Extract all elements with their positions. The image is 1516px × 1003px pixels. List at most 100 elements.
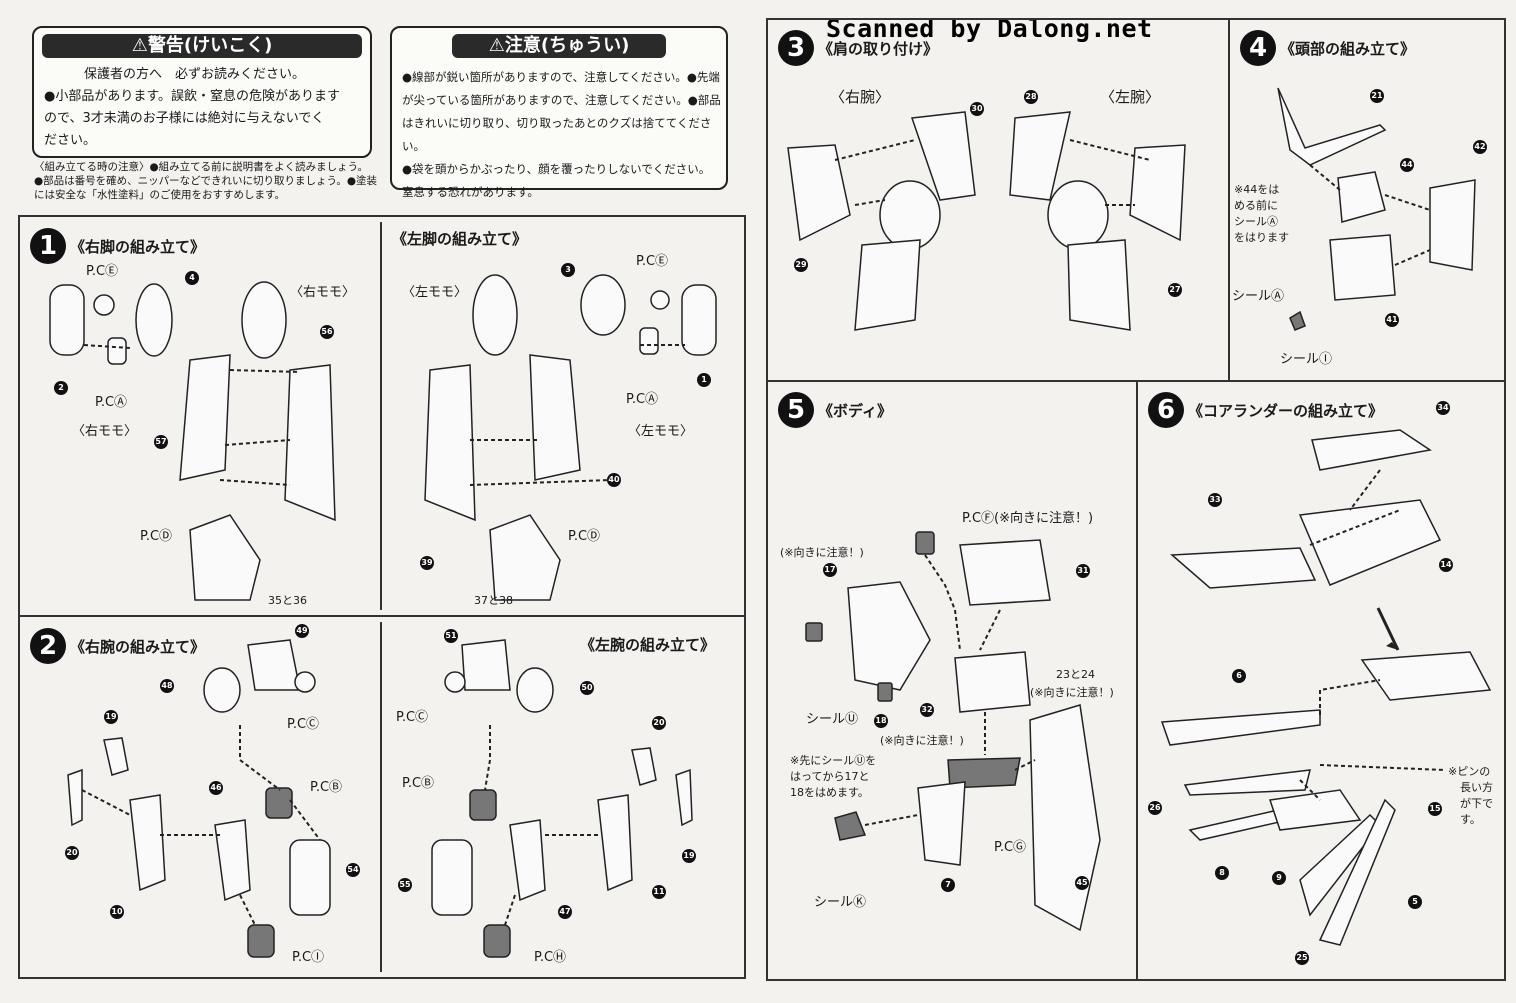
pin-note: す。	[1460, 813, 1481, 826]
label-sticker-a: シールⒶ	[1232, 289, 1285, 304]
part-number: 20	[652, 716, 666, 730]
section-3-header: 3 《肩の取り付け》	[778, 30, 938, 66]
part-number: 50	[580, 681, 594, 695]
part-number: 27	[1168, 283, 1182, 297]
caution-line: はきれいに切り取り、切り取ったあとのクズは捨ててください。	[402, 116, 712, 153]
label-pc-h: P.CⒽ	[534, 950, 567, 965]
part-number: 17	[823, 563, 837, 577]
label-right-arm: 〈右腕〉	[830, 88, 891, 106]
sticker-order-note: ※先にシールⓊを	[790, 754, 877, 767]
part-number: 9	[1272, 871, 1286, 885]
part-number: 3	[561, 263, 575, 277]
label-pc-a: P.CⒶ	[95, 395, 128, 410]
section-title: 《肩の取り付け》	[818, 39, 939, 58]
part-number: 51	[444, 629, 458, 643]
section-6-header: 6 《コアランダーの組み立て》	[1148, 392, 1383, 428]
warning-line: ●小部品があります。誤飲・窒息の危険があります	[44, 89, 341, 104]
label-right-thigh: 〈右モモ〉	[72, 424, 138, 439]
label-pc-d: P.CⒹ	[568, 529, 601, 544]
part-number: 31	[1076, 564, 1090, 578]
label-pc-e: P.CⒺ	[86, 264, 119, 279]
label-pc-g: P.CⒼ	[994, 840, 1027, 855]
sticker-note: める前に	[1234, 199, 1278, 212]
section-2-header: 2 《右腕の組み立て》	[30, 628, 205, 664]
part-number: 6	[1232, 669, 1246, 683]
panel-section-2	[18, 615, 746, 979]
step-number: 1	[30, 228, 66, 264]
section-4-header: 4 《頭部の組み立て》	[1240, 30, 1415, 66]
part-number: 44	[1400, 158, 1414, 172]
sticker-order-note: 18をはめます。	[790, 786, 869, 799]
part-number: 56	[320, 325, 334, 339]
part-number: 41	[1385, 313, 1399, 327]
orientation-note: (※向きに注意！)	[880, 734, 964, 747]
caution-box: ⚠注意(ちゅうい) ●線部が鋭い箇所がありますので、注意してください。●先端 が…	[390, 26, 728, 199]
section-title: 《左腕の組み立て》	[580, 636, 716, 654]
section-title: 《コアランダーの組み立て》	[1188, 401, 1384, 420]
part-number: 10	[110, 905, 124, 919]
section-title: 《右腕の組み立て》	[70, 637, 206, 656]
part-number: 32	[920, 703, 934, 717]
step-number: 6	[1148, 392, 1184, 428]
label-sticker-k: シールⓀ	[814, 895, 867, 910]
section-title: 《ボディ》	[818, 401, 892, 420]
label-pc-f: P.CⒻ(※向きに注意！)	[962, 511, 1094, 526]
label-left-thigh: 〈左モモ〉	[402, 285, 468, 300]
warning-line: 保護者の方へ 必ずお読みください。	[84, 67, 306, 82]
caution-line: が尖っている箇所がありますので、注意してください。●部品	[402, 93, 721, 107]
label-parts-pair: 23と24	[1056, 668, 1095, 681]
part-number: 19	[104, 710, 118, 724]
part-number: 48	[160, 679, 174, 693]
part-number: 2	[54, 381, 68, 395]
part-number: 25	[1295, 951, 1309, 965]
part-number: 47	[558, 905, 572, 919]
section-title: 《右脚の組み立て》	[70, 237, 206, 256]
caution-text: ●線部が鋭い箇所がありますので、注意してください。●先端 が尖っている箇所があり…	[402, 66, 726, 204]
warning-line: ので、3才未満のお子様には絶対に与えないでく	[44, 111, 325, 126]
sticker-note: をはります	[1234, 231, 1289, 244]
section-1-header: 1 《右脚の組み立て》	[30, 228, 205, 264]
part-number: 14	[1439, 558, 1453, 572]
part-number: 42	[1473, 140, 1487, 154]
caution-line: ●袋を頭からかぶったり、顔を覆ったりしないでください。	[402, 162, 711, 176]
label-left-thigh: 〈左モモ〉	[628, 424, 694, 439]
label-parts-pair: 37と38	[474, 594, 513, 607]
sticker-note: ※44をは	[1234, 183, 1280, 196]
caution-title: ⚠注意(ちゅうい)	[452, 34, 666, 58]
label-pc-c: P.CⒸ	[287, 717, 320, 732]
sticker-order-note: はってから17と	[790, 770, 870, 783]
part-number: 33	[1208, 493, 1222, 507]
part-number: 5	[1408, 895, 1422, 909]
label-pc-b: P.CⒷ	[310, 780, 343, 795]
label-pc-a: P.CⒶ	[626, 392, 659, 407]
part-number: 26	[1148, 801, 1162, 815]
part-number: 29	[794, 258, 808, 272]
step-number: 3	[778, 30, 814, 66]
label-pc-b: P.CⒷ	[402, 776, 435, 791]
divider	[380, 622, 382, 972]
orientation-note: (※向きに注意！)	[780, 546, 864, 559]
label-pc-d: P.CⒹ	[140, 529, 173, 544]
part-number: 40	[607, 473, 621, 487]
panel-section-1	[18, 215, 746, 617]
warning-box: ⚠警告(けいこく) 保護者の方へ 必ずお読みください。 ●小部品があります。誤飲…	[32, 26, 372, 158]
label-pc-e: P.CⒺ	[636, 254, 669, 269]
part-number: 30	[970, 102, 984, 116]
panel-section-6	[1136, 380, 1506, 981]
part-number: 1	[697, 373, 711, 387]
warning-text: 保護者の方へ 必ずお読みください。 ●小部品があります。誤飲・窒息の危険がありま…	[44, 64, 340, 152]
part-number: 46	[209, 781, 223, 795]
step-number: 4	[1240, 30, 1276, 66]
pin-note: ※ピンの	[1448, 765, 1491, 778]
pin-note: 長い方	[1460, 781, 1493, 794]
part-number: 7	[941, 878, 955, 892]
section-title: 《頭部の組み立て》	[1280, 39, 1416, 58]
part-number: 18	[874, 714, 888, 728]
note-line: には安全な「水性塗料」のご使用をおすすめします。	[34, 189, 285, 201]
section-2b-header: 《左腕の組み立て》	[580, 634, 715, 655]
orientation-note: (※向きに注意！)	[1030, 686, 1114, 699]
part-number: 55	[398, 878, 412, 892]
caution-line: ●線部が鋭い箇所がありますので、注意してください。●先端	[402, 70, 720, 84]
divider	[380, 222, 382, 610]
warning-line: ださい。	[44, 133, 97, 148]
